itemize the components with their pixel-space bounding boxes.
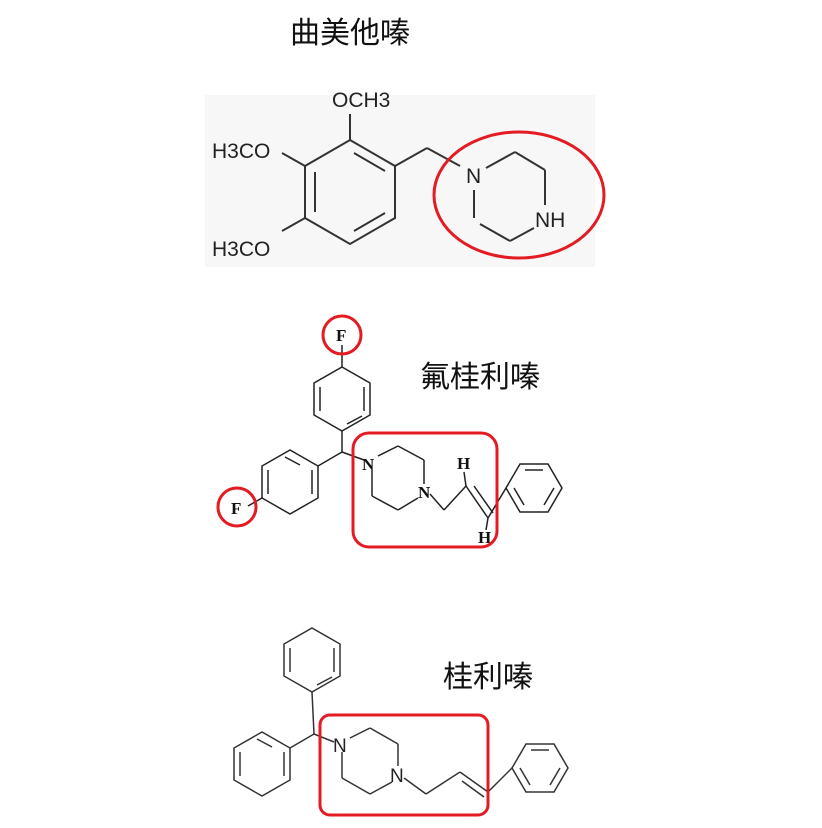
highlight-f-left	[216, 486, 258, 528]
highlight-f-top	[321, 314, 363, 356]
highlight-piperazine-1	[432, 130, 606, 260]
phenyl-ring-flunarizine	[505, 463, 563, 513]
phenyl-ring-top	[283, 627, 341, 693]
structure-background	[205, 95, 595, 267]
title-cinnarizine: 桂利嗪	[443, 660, 533, 695]
phenyl-ring-left	[233, 731, 291, 797]
label-n2: N	[418, 483, 431, 502]
highlight-piperazine-3	[318, 713, 490, 817]
label-h3co-1: H3CO	[212, 140, 270, 163]
structure-flunarizine	[247, 345, 563, 531]
label-n2-cinnarizine: N	[390, 766, 404, 787]
title-flunarizine: 氟桂利嗪	[420, 360, 540, 395]
title-trimetazidine: 曲美他嗪	[290, 16, 410, 51]
label-n: N	[466, 165, 481, 188]
label-och3-top: OCH3	[332, 89, 390, 112]
phenyl-ring-right	[511, 743, 569, 793]
label-nh: NH	[535, 209, 565, 232]
label-h2: H	[478, 528, 491, 547]
label-n1: N	[362, 455, 375, 474]
fluorophenyl-ring-top	[313, 366, 371, 432]
label-h1: H	[457, 454, 470, 473]
highlight-piperazine-2	[351, 431, 499, 549]
structure-cinnarizine	[233, 627, 569, 798]
structure-trimetazidine	[205, 95, 595, 267]
label-h3co-2: H3CO	[212, 238, 270, 261]
label-n1-cinnarizine: N	[333, 736, 347, 757]
label-f-top: F	[336, 326, 346, 345]
label-f-left: F	[231, 499, 241, 518]
